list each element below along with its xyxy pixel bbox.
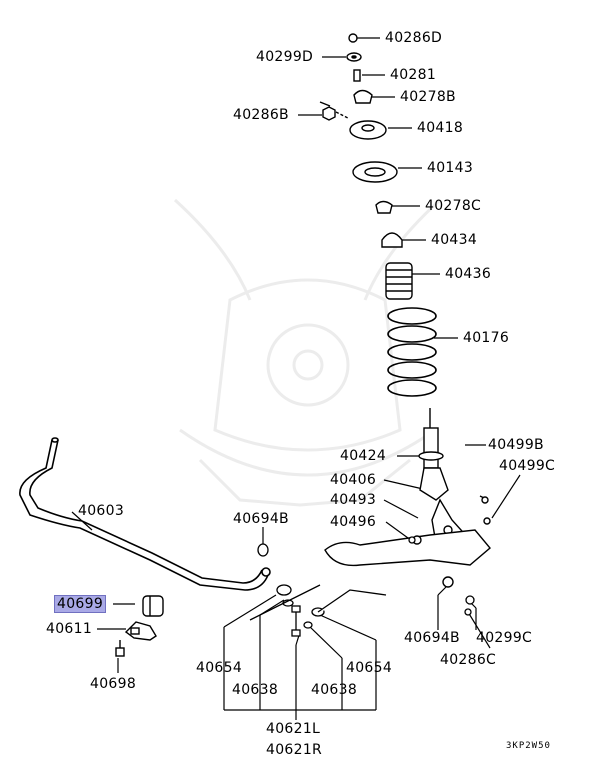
part-label-40638-right[interactable]: 40638: [311, 682, 358, 698]
part-label-40699-highlighted[interactable]: 40699: [54, 595, 107, 613]
part-label-40694B-upper[interactable]: 40694B: [233, 511, 289, 527]
diagram-code: 3KP2W50: [506, 741, 551, 751]
part-label-40278B[interactable]: 40278B: [400, 89, 456, 105]
part-label-40493[interactable]: 40493: [330, 492, 377, 508]
lower-arm: [324, 529, 491, 588]
stabilizer-link: [249, 536, 475, 637]
watermark-logo: [173, 198, 442, 507]
part-label-40621L[interactable]: 40621L: [266, 721, 321, 737]
part-label-40286D[interactable]: 40286D: [385, 30, 443, 46]
part-label-40603[interactable]: 40603: [78, 503, 125, 519]
part-label-40436[interactable]: 40436: [445, 266, 492, 282]
part-label-40638-left[interactable]: 40638: [232, 682, 279, 698]
coil-spring: [387, 307, 437, 397]
part-label-40286C[interactable]: 40286C: [440, 652, 497, 668]
part-label-40299C[interactable]: 40299C: [476, 630, 533, 646]
part-label-40281[interactable]: 40281: [390, 67, 437, 83]
part-label-40143[interactable]: 40143: [427, 160, 474, 176]
part-label-40418[interactable]: 40418: [417, 120, 464, 136]
part-label-40176[interactable]: 40176: [463, 330, 510, 346]
part-label-40654-left[interactable]: 40654: [196, 660, 243, 676]
part-label-40406[interactable]: 40406: [330, 472, 377, 488]
part-label-40698[interactable]: 40698: [90, 676, 137, 692]
part-label-40621R[interactable]: 40621R: [266, 742, 323, 758]
part-label-40424[interactable]: 40424: [340, 448, 387, 464]
part-label-40499B[interactable]: 40499B: [488, 437, 544, 453]
part-label-40286B[interactable]: 40286B: [233, 107, 289, 123]
stabilizer-bar: [19, 437, 271, 591]
part-label-40434[interactable]: 40434: [431, 232, 478, 248]
part-label-40496[interactable]: 40496: [330, 514, 377, 530]
strut-stack: [319, 33, 413, 300]
part-label-40654-right[interactable]: 40654: [346, 660, 393, 676]
part-label-40694B-lower[interactable]: 40694B: [404, 630, 460, 646]
part-label-40278C[interactable]: 40278C: [425, 198, 482, 214]
part-label-40299D[interactable]: 40299D: [256, 49, 314, 65]
stabilizer-bushing: [115, 595, 164, 657]
part-label-40611[interactable]: 40611: [46, 621, 93, 637]
part-label-40499C[interactable]: 40499C: [499, 458, 556, 474]
